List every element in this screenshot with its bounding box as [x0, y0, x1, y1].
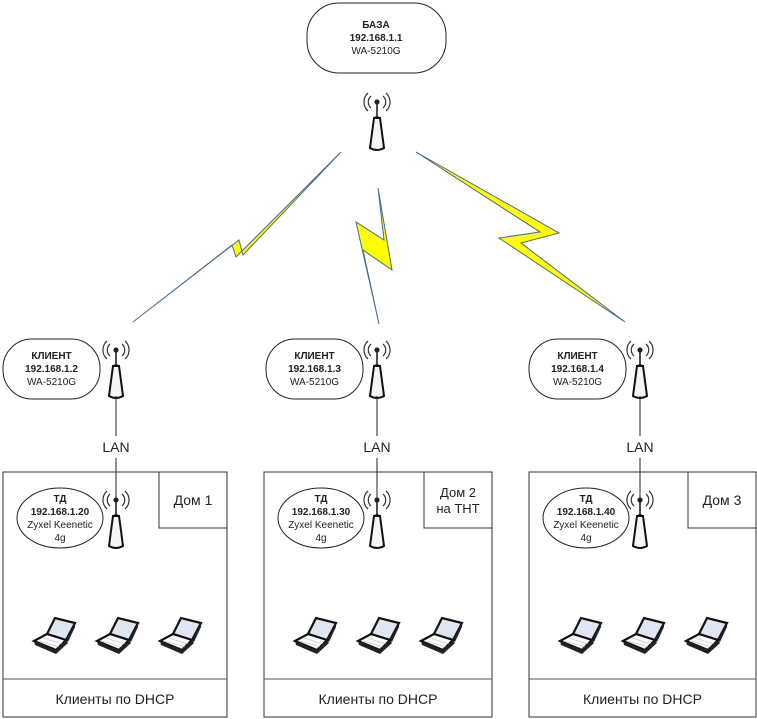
house-footer-label: Клиенты по DHCP	[319, 691, 438, 707]
site-1: КЛИЕНТ 192.168.1.2WA-5210G LAN Дом 1 ТД 192.1…	[2, 338, 228, 718]
house-footer-label: Клиенты по DHCP	[56, 691, 175, 707]
ap-label-box	[16, 487, 104, 549]
ap-ip: 192.168.1.30	[292, 507, 351, 518]
ap-model: Zyxel Keenetic	[27, 520, 93, 531]
wireless-router-icon	[625, 340, 655, 399]
ap-ip: 192.168.1.20	[31, 507, 90, 518]
wireless-router-icon	[362, 490, 392, 549]
ap-model: Zyxel Keenetic	[553, 520, 619, 531]
ap-title: ТД	[54, 494, 67, 505]
wireless-router-icon	[362, 92, 392, 151]
client-model: WA-5210G	[27, 377, 76, 388]
client-ip: 192.168.1.3	[288, 364, 341, 375]
ap-model-2: 4g	[315, 533, 326, 544]
client-title: КЛИЕНТ	[557, 351, 597, 362]
ap-model-2: 4g	[580, 533, 591, 544]
house-name: Дом 1	[174, 492, 213, 508]
client-ip: 192.168.1.2	[25, 364, 78, 375]
laptop-icon	[32, 616, 77, 656]
base-station: БАЗА 192.168.1.1 WA-5210G	[306, 2, 447, 151]
house-name-box	[423, 471, 493, 529]
base-model: WA-5210G	[351, 46, 400, 57]
wireless-router-icon	[101, 490, 131, 549]
ap-label-box	[277, 487, 365, 549]
site-3: КЛИЕНТ 192.168.1.4WA-5210G LAN Дом 3 ТД 192.1…	[528, 338, 757, 718]
house-name: на ТНТ	[436, 501, 479, 516]
lightning-bolt-icon	[415, 151, 626, 323]
house-name: Дом 2	[440, 485, 476, 500]
client-bridge-2: КЛИЕНТ 192.168.1.3WA-5210G	[265, 338, 392, 400]
client-label-box	[265, 338, 364, 400]
lan-label: LAN	[102, 439, 129, 455]
ap-model: Zyxel Keenetic	[288, 520, 354, 531]
client-model: WA-5210G	[553, 377, 602, 388]
client-label-box	[2, 338, 101, 400]
base-label-box	[306, 2, 447, 74]
wireless-links	[132, 151, 626, 325]
laptop-icon	[158, 616, 203, 656]
laptop-icon	[356, 616, 401, 656]
ap-label-box	[542, 487, 630, 549]
client-label-box	[528, 338, 627, 400]
base-title: БАЗА	[362, 20, 390, 31]
house-box	[263, 471, 493, 718]
client-title: КЛИЕНТ	[294, 351, 334, 362]
house-box	[2, 471, 228, 718]
client-model: WA-5210G	[290, 377, 339, 388]
base-ip: 192.168.1.1	[350, 33, 403, 44]
client-ip: 192.168.1.4	[551, 364, 604, 375]
laptop-icon	[621, 616, 666, 656]
wireless-router-icon	[101, 340, 131, 399]
house-name-box	[687, 471, 757, 529]
site-2: КЛИЕНТ 192.168.1.3WA-5210G LAN Дом 2на ТНТ Т…	[263, 338, 493, 718]
ap-title: ТД	[580, 494, 593, 505]
lan-label: LAN	[363, 439, 390, 455]
lightning-bolt-icon	[132, 151, 342, 323]
client-title: КЛИЕНТ	[31, 351, 71, 362]
wireless-router-icon	[625, 490, 655, 549]
laptop-icon	[419, 616, 464, 656]
laptop-icon	[558, 616, 603, 656]
ap-ip: 192.168.1.40	[557, 507, 616, 518]
wireless-router-icon	[362, 340, 392, 399]
house-name-box	[158, 471, 228, 529]
house-footer-label: Клиенты по DHCP	[583, 691, 702, 707]
laptop-icon	[95, 616, 140, 656]
client-bridge-1: КЛИЕНТ 192.168.1.2WA-5210G	[2, 338, 131, 400]
house-box	[528, 471, 757, 718]
laptop-icon	[293, 616, 338, 656]
house-name: Дом 3	[703, 492, 742, 508]
lan-label: LAN	[626, 439, 653, 455]
client-bridge-3: КЛИЕНТ 192.168.1.4WA-5210G	[528, 338, 655, 400]
laptop-icon	[684, 616, 729, 656]
lightning-bolt-icon	[355, 187, 393, 325]
ap-title: ТД	[315, 494, 328, 505]
ap-model-2: 4g	[54, 533, 65, 544]
